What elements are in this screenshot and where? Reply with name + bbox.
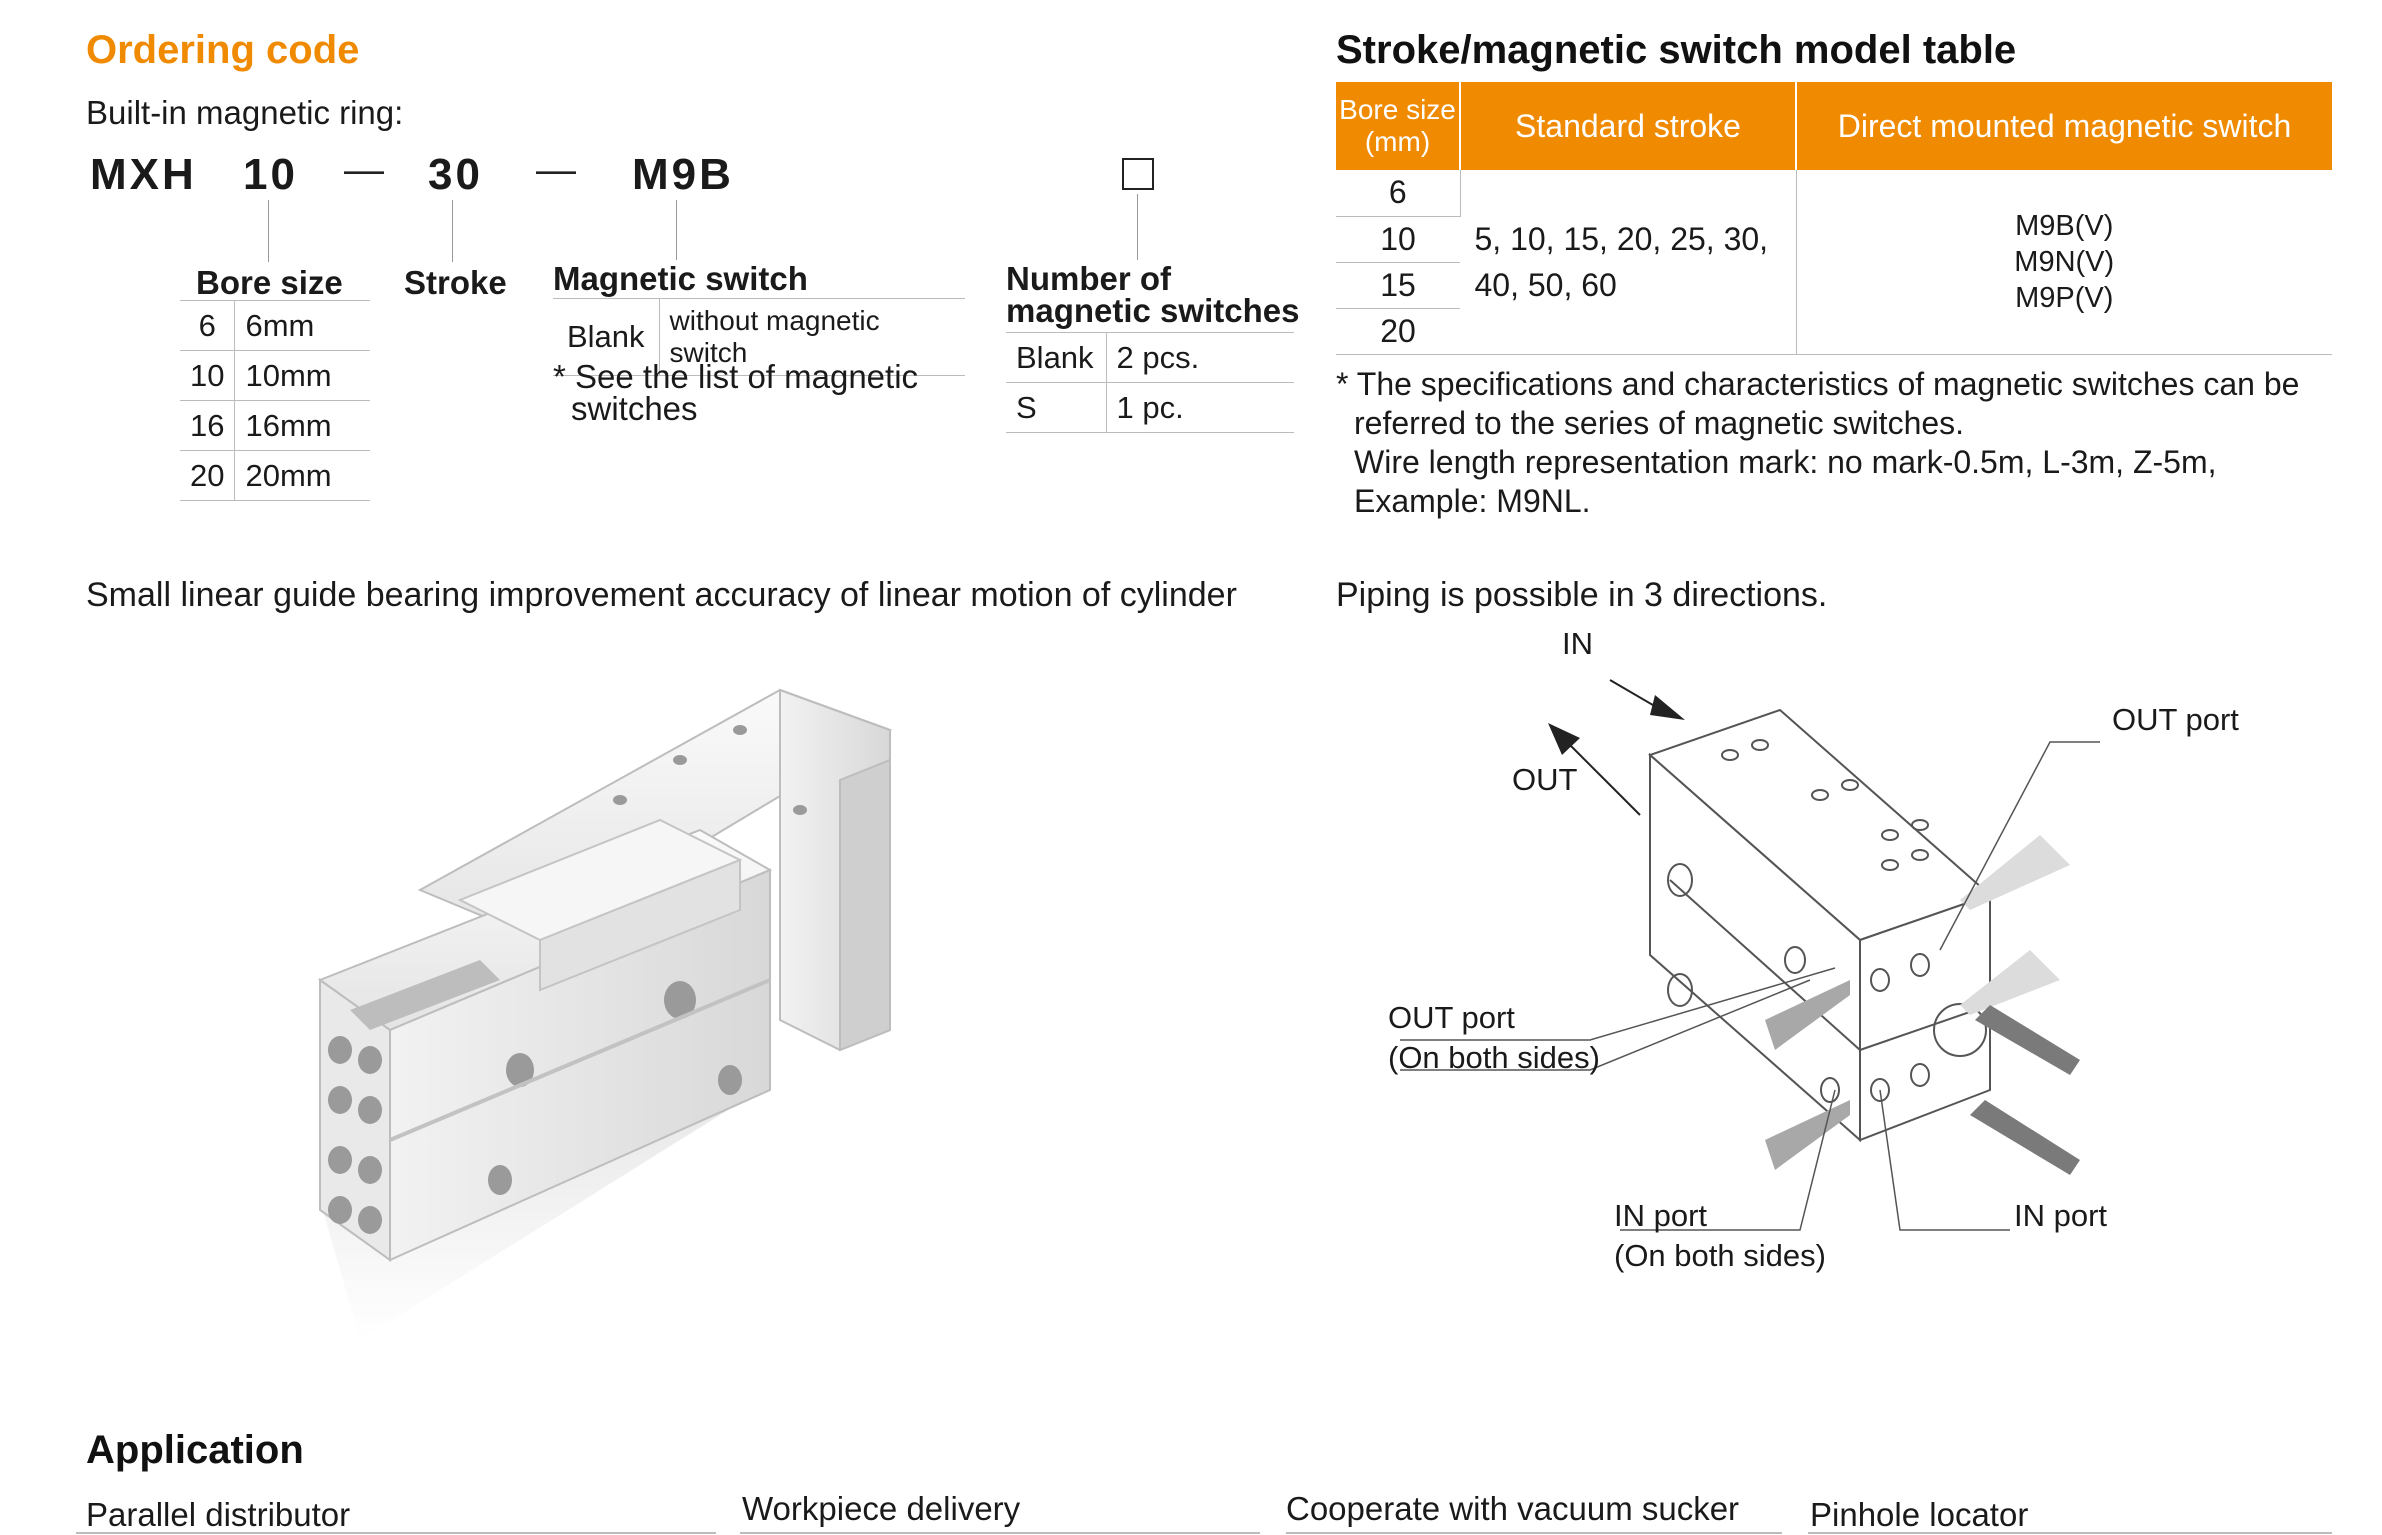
- code-bore: 10: [243, 150, 298, 199]
- bore-cell: 20: [1336, 308, 1460, 355]
- code-dash-2: —: [536, 148, 576, 192]
- switch-value: without magnetic switch: [659, 298, 965, 376]
- bore-code: 10: [180, 350, 236, 401]
- table-row: 10: [1336, 216, 2332, 263]
- model-table: Bore size (mm) Standard stroke Direct mo…: [1336, 82, 2332, 355]
- bore-code: 20: [180, 450, 236, 501]
- table-row: 16 16mm: [180, 400, 370, 451]
- bore-value: 16mm: [234, 400, 370, 451]
- ordering-title: Ordering code: [86, 28, 360, 72]
- number-heading-2: magnetic switches: [1006, 292, 1300, 329]
- magnetic-switch-note-2: switches: [571, 390, 698, 427]
- application-item-pinhole-locator: Pinhole locator: [1810, 1496, 2029, 1533]
- switch-model: M9P(V): [2015, 281, 2114, 314]
- piping-in-port-left: IN port: [1614, 1198, 1708, 1233]
- code-model: MXH: [90, 150, 197, 199]
- switch-model: M9N(V): [2014, 245, 2115, 278]
- switch-code: Blank: [553, 298, 660, 376]
- model-table-title: Stroke/magnetic switch model table: [1336, 28, 2017, 72]
- code-stroke: 30: [428, 150, 483, 199]
- model-note-2: referred to the series of magnetic switc…: [1354, 405, 1965, 441]
- model-note-3: Wire length representation mark: no mark…: [1354, 444, 2217, 480]
- bore-connector: [268, 200, 269, 262]
- divider: [740, 1532, 1260, 1534]
- number-code: S: [1006, 382, 1107, 433]
- switch-connector: [676, 200, 677, 260]
- bore-value: 6mm: [234, 300, 370, 351]
- bore-value: 10mm: [234, 350, 370, 401]
- bore-value: 20mm: [234, 450, 370, 501]
- piping-in-port-left-sides: (On both sides): [1614, 1238, 1826, 1273]
- piping-in-port-right: IN port: [2014, 1198, 2108, 1233]
- model-note-1: * The specifications and characteristics…: [1336, 366, 2300, 402]
- code-number-box: [1122, 158, 1154, 190]
- table-row: 6 5, 10, 15, 20, 25, 30, 40, 50, 60 M9B(…: [1336, 170, 2332, 355]
- header-bore: Bore size (mm): [1336, 82, 1461, 170]
- table-row: 20 20mm: [180, 450, 370, 501]
- bore-size-heading: Bore size: [196, 264, 343, 301]
- switch-model: M9B(V): [2015, 209, 2114, 242]
- bore-cell: 6: [1336, 170, 1461, 217]
- header-switch: Direct mounted magnetic switch: [1796, 82, 2332, 170]
- number-connector: [1137, 194, 1138, 260]
- number-value: 2 pcs.: [1106, 332, 1294, 383]
- table-row: 20: [1336, 308, 2332, 355]
- bore-cell: 15: [1336, 262, 1460, 309]
- stroke-line-2: 40, 50, 60: [1474, 266, 1617, 303]
- magnetic-switch-heading: Magnetic switch: [553, 260, 808, 297]
- guide-caption: Small linear guide bearing improvement a…: [86, 576, 1237, 614]
- piping-out-port-right: OUT port: [2112, 702, 2239, 737]
- header-stroke: Standard stroke: [1460, 82, 1797, 170]
- piping-out-port-left-sides: (On both sides): [1388, 1040, 1600, 1075]
- stroke-heading: Stroke: [404, 264, 507, 301]
- header-bore-line-1: Bore size: [1339, 94, 1456, 125]
- bore-code: 16: [180, 400, 236, 451]
- application-item-parallel-distributor: Parallel distributor: [86, 1496, 351, 1533]
- ordering-subtitle: Built-in magnetic ring:: [86, 94, 404, 131]
- piping-diagram: [1400, 679, 2100, 1231]
- number-heading-1: Number of: [1006, 260, 1171, 297]
- code-dash-1: —: [344, 148, 384, 192]
- magnetic-switch-note-1: * See the list of magnetic: [553, 358, 919, 395]
- code-switch: M9B: [632, 150, 734, 199]
- header-bore-line-2: (mm): [1364, 126, 1431, 157]
- stroke-line-1: 5, 10, 15, 20, 25, 30,: [1474, 220, 1769, 257]
- number-value: 1 pc.: [1106, 382, 1294, 433]
- bore-size-table: 6 6mm 10 10mm 16 16mm 20 20mm: [180, 300, 370, 501]
- table-row: Blank without magnetic switch: [553, 298, 965, 376]
- divider: [1286, 1532, 1782, 1534]
- divider: [76, 1532, 716, 1534]
- piping-in-label: IN: [1562, 626, 1593, 661]
- divider: [1808, 1532, 2332, 1534]
- cylinder-illustration: [317, 688, 893, 1340]
- piping-caption: Piping is possible in 3 directions.: [1336, 576, 1828, 614]
- table-row: Blank 2 pcs.: [1006, 332, 1294, 383]
- application-item-vacuum-sucker: Cooperate with vacuum sucker: [1286, 1490, 1740, 1527]
- bore-code: 6: [180, 300, 236, 351]
- stroke-connector: [452, 200, 453, 262]
- application-item-workpiece-delivery: Workpiece delivery: [742, 1490, 1021, 1527]
- magnetic-switch-table: Blank without magnetic switch: [553, 298, 965, 376]
- application-title: Application: [86, 1428, 304, 1472]
- table-header-row: Bore size (mm) Standard stroke Direct mo…: [1336, 82, 2332, 170]
- piping-out-label: OUT: [1512, 762, 1578, 797]
- table-row: 15: [1336, 262, 2332, 309]
- number-code: Blank: [1006, 332, 1107, 383]
- switch-cell: M9B(V) M9N(V) M9P(V): [1796, 170, 2332, 355]
- piping-out-port-left: OUT port: [1388, 1000, 1515, 1035]
- number-switches-table: Blank 2 pcs. S 1 pc.: [1006, 332, 1294, 433]
- bore-cell: 10: [1336, 216, 1460, 263]
- model-note-4: Example: M9NL.: [1354, 483, 1591, 519]
- table-row: 10 10mm: [180, 350, 370, 401]
- table-row: S 1 pc.: [1006, 382, 1294, 433]
- stroke-cell: 5, 10, 15, 20, 25, 30, 40, 50, 60: [1460, 170, 1797, 355]
- table-row: 6 6mm: [180, 300, 370, 351]
